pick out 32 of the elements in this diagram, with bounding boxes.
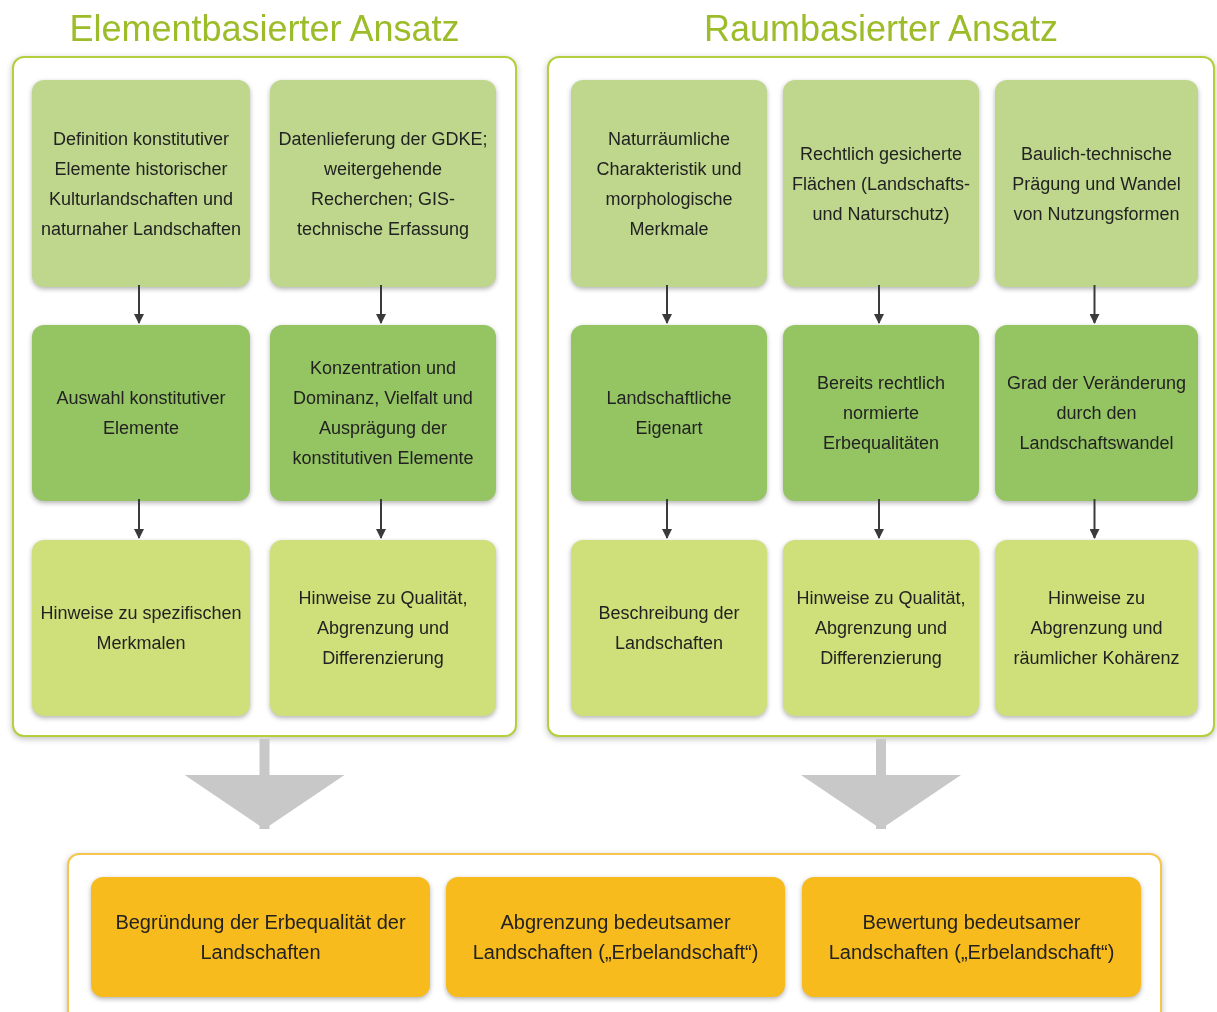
process-box: Hinweise zu Qualität, Abgrenzung und Differenzierung — [783, 540, 979, 716]
process-box: Grad der Veränderung durch den Landschaftswandel — [995, 325, 1198, 501]
arrow — [134, 284, 144, 324]
section-heading: Raumbasierter Ansatz — [702, 7, 1060, 51]
arrow — [376, 498, 386, 539]
process-box: Landschaftliche Eigenart — [571, 325, 767, 501]
process-box: Definition konstitutiver Elemente historischer Kulturlandschaften und naturnaher Landschaften — [32, 80, 250, 287]
process-box: Bereits rechtlich normierte Erbequalitäten — [783, 325, 979, 501]
process-box: Hinweise zu spezifischen Merkmalen — [32, 540, 250, 716]
process-box: Hinweise zu Abgrenzung und räumlicher Kohärenz — [995, 540, 1198, 716]
arrow — [1089, 284, 1100, 324]
process-box: Hinweise zu Qualität, Abgrenzung und Differenzierung — [270, 540, 496, 716]
chevron-arrow — [184, 739, 345, 829]
arrow — [874, 284, 884, 324]
process-box: Naturräumliche Charakteristik und morphologische Merkmale — [571, 80, 767, 287]
arrow — [662, 498, 672, 539]
arrow — [662, 284, 672, 324]
process-box: Datenlieferung der GDKE; weitergehende Recherchen; GIS-technische Erfassung — [270, 80, 496, 287]
result-box: Bewertung bedeutsamer Landschaften („Erbelandschaft“) — [802, 877, 1141, 997]
result-box: Begründung der Erbequalität der Landschaften — [91, 877, 430, 997]
arrow — [874, 498, 884, 539]
result-box: Abgrenzung bedeutsamer Landschaften („Erbelandschaft“) — [446, 877, 785, 997]
process-box: Konzentration und Dominanz, Vielfalt und Ausprägung der konstitutiven Elemente — [270, 325, 496, 501]
arrow — [1089, 498, 1100, 539]
process-box: Baulich-technische Prägung und Wandel von Nutzungsformen — [995, 80, 1198, 287]
arrow — [376, 284, 386, 324]
process-box: Rechtlich gesicherte Flächen (Landschafts- und Naturschutz) — [783, 80, 979, 287]
process-box: Beschreibung der Landschaften — [571, 540, 767, 716]
process-box: Auswahl konstitutiver Elemente — [32, 325, 250, 501]
chevron-arrow — [801, 739, 961, 829]
arrow — [134, 498, 144, 539]
section-heading: Elementbasierter Ansatz — [68, 7, 461, 51]
